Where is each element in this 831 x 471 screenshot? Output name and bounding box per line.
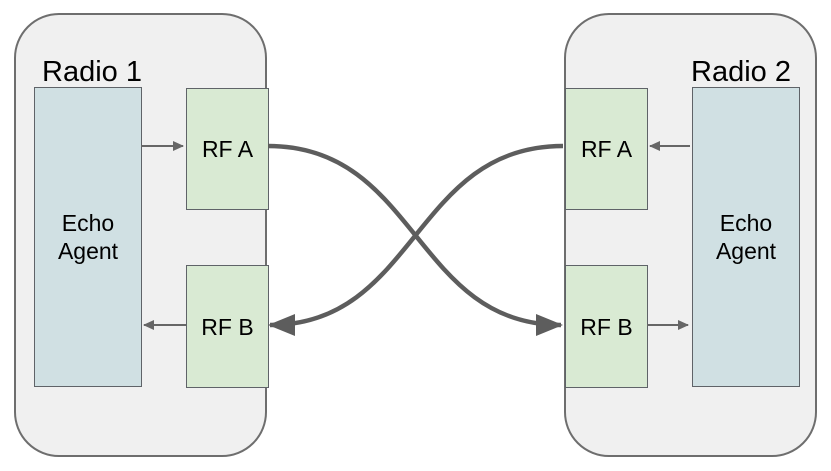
radio-2-echo-agent-label: Echo Agent [715, 210, 777, 264]
radio-2-container: Radio 2 Echo Agent RF A RF B [564, 13, 817, 457]
radio-1-title: Radio 1 [42, 56, 142, 88]
radio-2-rf-b-box: RF B [565, 265, 648, 388]
radio-1-container: Radio 1 Echo Agent RF A RF B [14, 13, 269, 457]
arrow-r2-rfa-to-r1-rfb [268, 143, 564, 336]
radio-1-rf-a-label: RF A [201, 136, 254, 162]
radio-1-rf-b-box: RF B [186, 265, 269, 388]
radio-1-echo-agent-label: Echo Agent [57, 210, 119, 264]
radio-2-echo-agent-box: Echo Agent [692, 87, 800, 387]
radio-1-rf-b-label: RF B [201, 313, 254, 340]
radio-1-echo-agent-box: Echo Agent [34, 87, 142, 387]
radio-2-rf-a-box: RF A [565, 88, 648, 210]
radio-2-rf-b-label: RF B [580, 313, 633, 340]
radio-2-title: Radio 2 [691, 56, 791, 88]
arrow-r1-rfa-to-r2-rfb [267, 143, 563, 336]
radio-2-rf-a-label: RF A [580, 136, 633, 162]
radio-1-rf-a-box: RF A [186, 88, 269, 210]
